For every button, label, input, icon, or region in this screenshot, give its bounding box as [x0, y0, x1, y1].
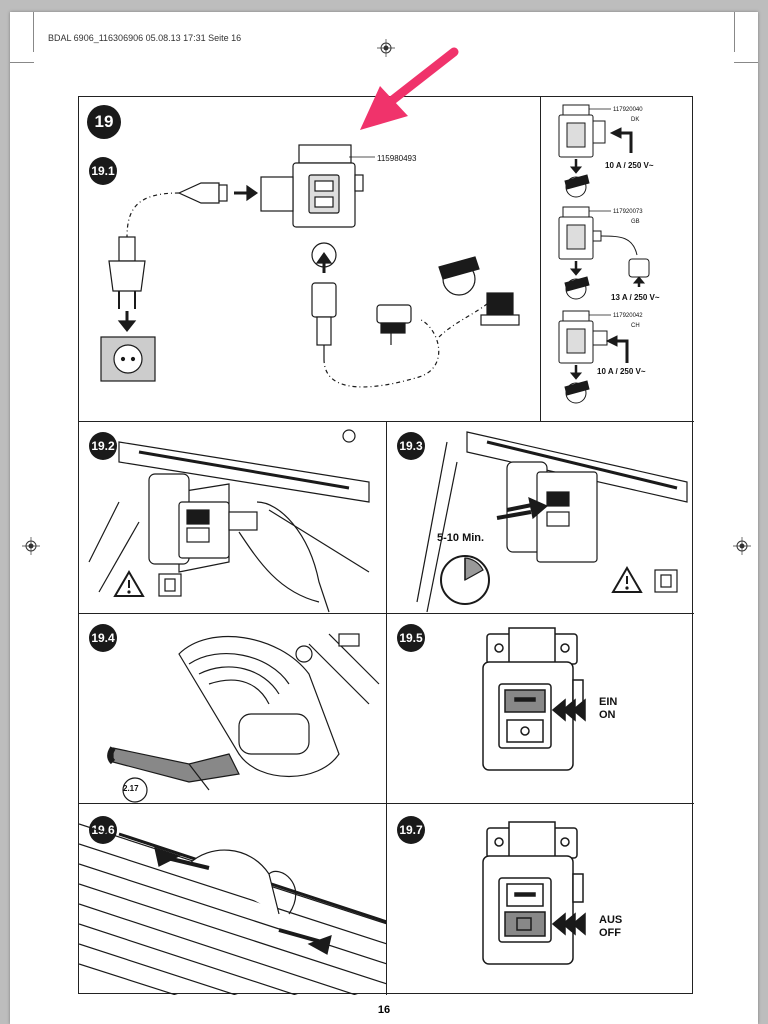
registration-mark-icon — [22, 537, 40, 555]
adapter-part-number: 117920040 — [613, 107, 643, 113]
callout-label: 2.17 — [123, 784, 139, 793]
panel-badge-19-5: 19.5 — [397, 624, 425, 652]
panel-badge-19-7: 19.7 — [397, 816, 425, 844]
adapter-rating: 10 A / 250 V~ — [597, 367, 646, 376]
panel-19-6: 19.6 — [79, 803, 387, 995]
switch-wait-illustration — [416, 431, 688, 613]
switch-on-label: EIN ON — [599, 696, 617, 722]
blade-rotation-illustration — [79, 823, 386, 995]
crop-mark — [33, 12, 34, 52]
cable-connection-diagram — [100, 144, 520, 388]
switch-off-illustration — [482, 821, 586, 965]
switch-off-label: AUS OFF — [599, 914, 622, 940]
part-number-label: 115980493 — [377, 154, 417, 163]
crop-mark — [10, 62, 34, 63]
crop-mark — [734, 12, 735, 52]
switch-off-label-de: AUS — [599, 914, 623, 926]
push-stick-illustration — [107, 633, 380, 803]
switch-on-label-en: ON — [599, 709, 616, 721]
adapter-part-number: 117920073 — [613, 209, 643, 215]
wait-time-label: 5-10 Min. — [437, 532, 485, 544]
manual-page: BDAL 6906_116306906 05.08.13 17:31 Seite… — [10, 12, 758, 1024]
adapter-part-number: 117920042 — [613, 313, 643, 319]
panel-19-4: 19.4 2.1 — [79, 613, 387, 803]
adapter-country: GB — [631, 219, 640, 225]
registration-mark-icon — [377, 39, 395, 57]
adapter-country: DK — [631, 117, 640, 123]
annotation-arrow-icon — [360, 47, 459, 130]
switch-off-label-en: OFF — [599, 927, 621, 939]
section-badge: 19 — [87, 105, 121, 139]
crop-mark — [734, 62, 758, 63]
panel-19-3: 19.3 5-10 Min. — [387, 421, 694, 613]
switch-on-illustration — [482, 627, 586, 771]
panel-19-5: 19.5 EIN — [387, 613, 694, 803]
switch-on-label-de: EIN — [599, 696, 618, 708]
adapter-illustrations — [558, 104, 650, 404]
adapter-country: CH — [631, 323, 640, 329]
panel-19-2: 19.2 — [79, 421, 387, 613]
panel-badge-19-2: 19.2 — [89, 432, 117, 460]
panel-19-1: 19 19.1 115980493 — [79, 97, 541, 421]
adapter-rating: 13 A / 250 V~ — [611, 293, 660, 302]
page-number: 16 — [377, 1004, 391, 1016]
print-header: BDAL 6906_116306906 05.08.13 17:31 Seite… — [48, 33, 242, 43]
adapter-panel: 117920040 DK 10 A / 250 V~ 117920073 GB … — [541, 97, 694, 421]
panel-badge-19-3: 19.3 — [397, 432, 425, 460]
panel-19-7: 19.7 AUS — [387, 803, 694, 995]
figure-frame: 19 19.1 115980493 — [78, 96, 694, 995]
panel-badge-19-4: 19.4 — [89, 624, 117, 652]
plug-insertion-illustration — [88, 429, 370, 613]
adapter-rating: 10 A / 250 V~ — [605, 161, 654, 170]
panel-badge-19-1: 19.1 — [89, 157, 117, 185]
registration-mark-icon — [733, 537, 751, 555]
